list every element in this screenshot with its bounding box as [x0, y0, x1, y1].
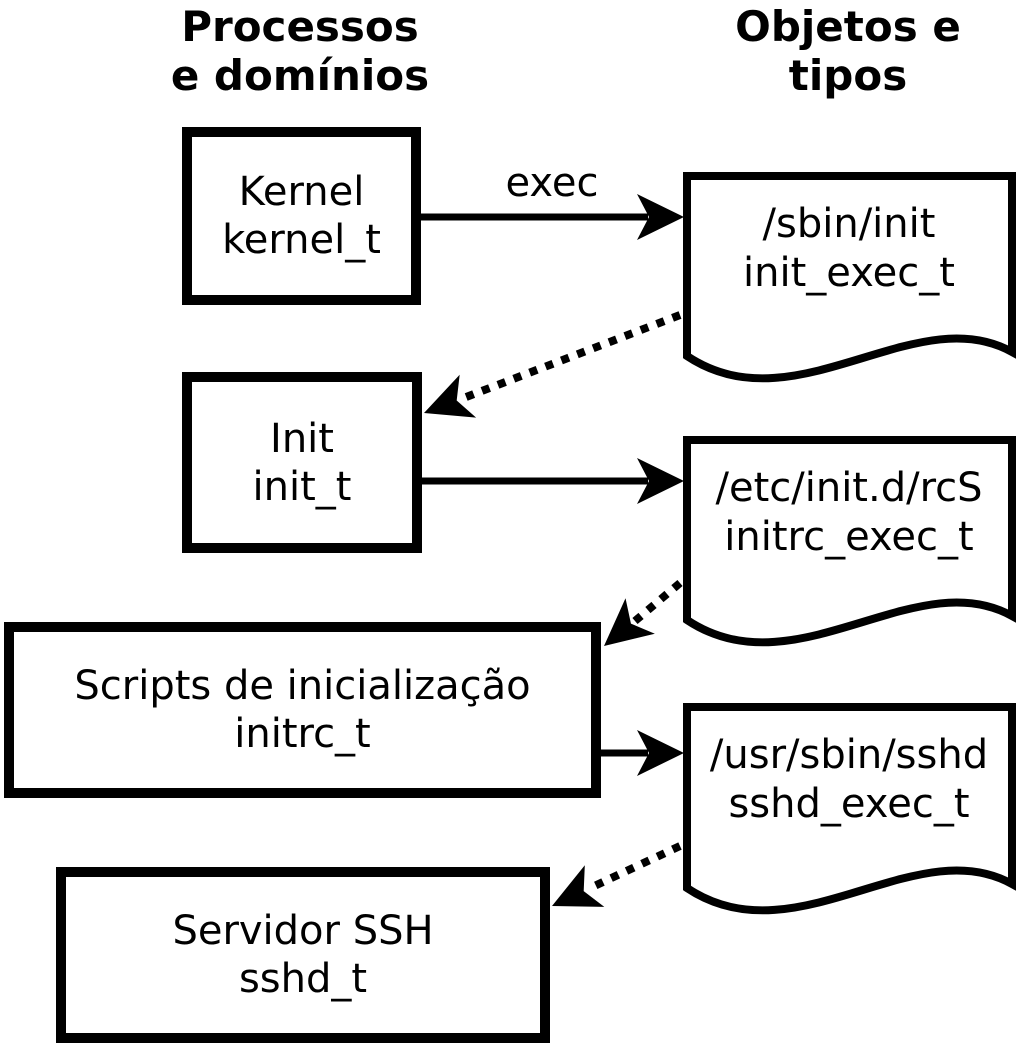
arrowhead	[552, 865, 605, 907]
object-type-label: initrc_exec_t	[724, 514, 973, 560]
object-type-label: init_exec_t	[743, 250, 955, 296]
process-domain-type: initrc_t	[234, 711, 371, 757]
arrowhead	[637, 194, 684, 240]
object-path-label: /sbin/init	[763, 201, 936, 247]
arrow-init-to-etc-initd-rcs	[422, 458, 684, 504]
header-line: e domínios	[170, 51, 430, 100]
arrow-line	[459, 311, 682, 403]
header-line: tipos	[788, 51, 908, 100]
arrowhead	[637, 730, 684, 776]
object-path-label: /etc/init.d/rcS	[715, 465, 982, 511]
process-domain-type: init_t	[252, 463, 352, 510]
transition-arrow-sshd-exec-to-ssh-server	[552, 842, 682, 907]
object-path-label: /usr/sbin/sshd	[710, 732, 988, 778]
process-box-kernel: Kernel kernel_t	[182, 127, 421, 305]
process-label: Init	[270, 415, 334, 462]
process-box-init: Init init_t	[182, 372, 422, 553]
process-domain-type: kernel_t	[222, 217, 381, 263]
header-line: Processos	[181, 2, 419, 51]
process-domain-type: sshd_t	[238, 956, 368, 1002]
exec-arrow-label: exec	[506, 160, 599, 206]
arrow-line	[586, 842, 682, 893]
process-label: Servidor SSH	[172, 908, 434, 954]
arrow-line	[632, 579, 683, 625]
object-type-label: sshd_exec_t	[728, 781, 969, 827]
document-shape-sbin-init	[683, 172, 1016, 383]
document-shape-etc-initd-rcs	[683, 436, 1016, 647]
process-box-ssh-server: Servidor SSH sshd_t	[56, 867, 550, 1043]
header-line: Objetos e	[735, 2, 961, 51]
column-header-processes-domains: Processos e domínios	[100, 2, 500, 100]
arrowhead	[604, 598, 655, 646]
process-label: Kernel	[238, 169, 365, 215]
arrowhead	[424, 374, 477, 418]
process-box-init-scripts: Scripts de inicialização initrc_t	[4, 622, 601, 798]
arrowhead	[637, 458, 684, 504]
process-label: Scripts de inicialização	[74, 663, 531, 709]
transition-arrow-sbin-init-to-init	[424, 311, 682, 418]
transition-arrow-rcs-to-scripts	[604, 579, 683, 646]
arrow-scripts-to-usr-sbin-sshd	[601, 730, 684, 776]
column-header-objects-types: Objetos e tipos	[648, 2, 1024, 100]
arrow-kernel-to-sbin-init	[420, 194, 684, 240]
document-shape-usr-sbin-sshd	[683, 703, 1016, 915]
